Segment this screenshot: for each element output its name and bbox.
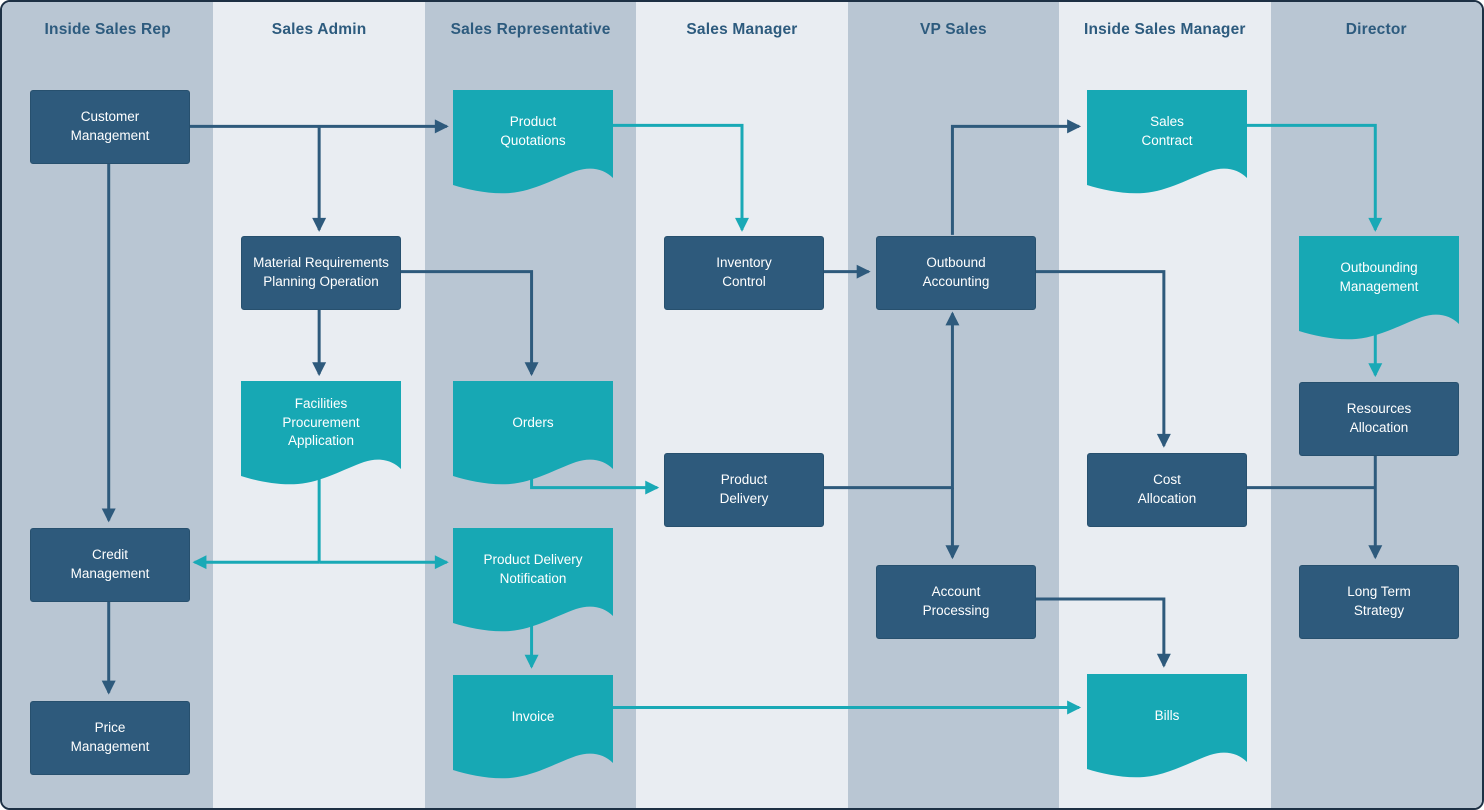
node-facilities-procurement-application[interactable]: Facilities Procurement Application: [241, 381, 401, 485]
lane-title: Sales Representative: [450, 21, 611, 38]
node-label: Product Delivery Notification: [483, 552, 583, 586]
node-label: Outbounding Management: [1339, 260, 1419, 294]
document-shape: [453, 381, 613, 485]
node-label: Orders: [512, 414, 554, 430]
lane-title: Sales Admin: [271, 21, 367, 38]
node-label: Outbound Accounting: [922, 255, 990, 289]
node-long-term-strategy[interactable]: Long Term Strategy: [1299, 565, 1459, 639]
node-label: Account Processing: [922, 584, 990, 618]
node-outbounding-management[interactable]: Outbounding Management: [1299, 236, 1459, 340]
node-customer-management[interactable]: Customer Management: [30, 90, 190, 164]
document-shape: [453, 90, 613, 194]
node-label: Price Management: [70, 720, 150, 754]
node-label: Resources Allocation: [1346, 401, 1412, 435]
node-orders[interactable]: Orders: [453, 381, 613, 485]
node-price-management[interactable]: Price Management: [30, 701, 190, 775]
node-outbound-accounting[interactable]: Outbound Accounting: [876, 236, 1036, 310]
node-resources-allocation[interactable]: Resources Allocation: [1299, 382, 1459, 456]
node-label: Long Term Strategy: [1347, 584, 1411, 618]
node-label: Invoice: [511, 708, 555, 724]
node-sales-contract[interactable]: Sales Contract: [1087, 90, 1247, 194]
node-inventory-control[interactable]: Inventory Control: [664, 236, 824, 310]
edge-sales-contract-to-outbounding-management: [1242, 123, 1383, 232]
edge-product-quotations-to-inventory-control: [611, 123, 749, 232]
lane-title: Inside Sales Rep: [44, 21, 171, 38]
node-label: Bills: [1154, 707, 1180, 723]
lane-title: Director: [1345, 21, 1407, 38]
edge-account-processing-to-bills: [1033, 597, 1171, 668]
node-label: Product Quotations: [500, 114, 566, 148]
lane-title: Sales Manager: [686, 21, 798, 38]
edge-product-delivery-to-outbound-accounting: [819, 311, 960, 490]
lane-title: Inside Sales Manager: [1083, 21, 1246, 38]
node-material-requirements-planning-operation[interactable]: Material Requirements Planning Operation: [241, 236, 401, 310]
node-credit-management[interactable]: Credit Management: [30, 528, 190, 602]
document-shape: [1087, 674, 1247, 778]
document-shape: [1299, 236, 1459, 340]
edge-outbound-accounting-to-sales-contract: [950, 119, 1082, 235]
node-product-delivery-notification[interactable]: Product Delivery Notification: [453, 528, 613, 632]
node-label: Inventory Control: [716, 255, 772, 289]
node-invoice[interactable]: Invoice: [453, 675, 613, 779]
node-label: Customer Management: [70, 109, 150, 143]
lane-title: VP Sales: [919, 21, 987, 38]
node-account-processing[interactable]: Account Processing: [876, 565, 1036, 639]
node-label: Product Delivery: [719, 472, 769, 506]
edge-outbound-accounting-to-cost-allocation: [1034, 270, 1171, 448]
node-product-delivery[interactable]: Product Delivery: [664, 453, 824, 527]
node-label: Cost Allocation: [1137, 472, 1197, 506]
node-label: Material Requirements Planning Operation: [253, 255, 389, 289]
node-label: Credit Management: [70, 547, 150, 581]
edge-mrp-operation-to-orders: [399, 270, 539, 377]
document-shape: [453, 528, 613, 632]
node-label: Facilities Procurement Application: [282, 395, 360, 449]
document-shape: [241, 381, 401, 485]
node-bills[interactable]: Bills: [1087, 674, 1247, 778]
node-product-quotations[interactable]: Product Quotations: [453, 90, 613, 194]
document-shape: [453, 675, 613, 779]
node-cost-allocation[interactable]: Cost Allocation: [1087, 453, 1247, 527]
node-label: Sales Contract: [1141, 114, 1193, 148]
document-shape: [1087, 90, 1247, 194]
